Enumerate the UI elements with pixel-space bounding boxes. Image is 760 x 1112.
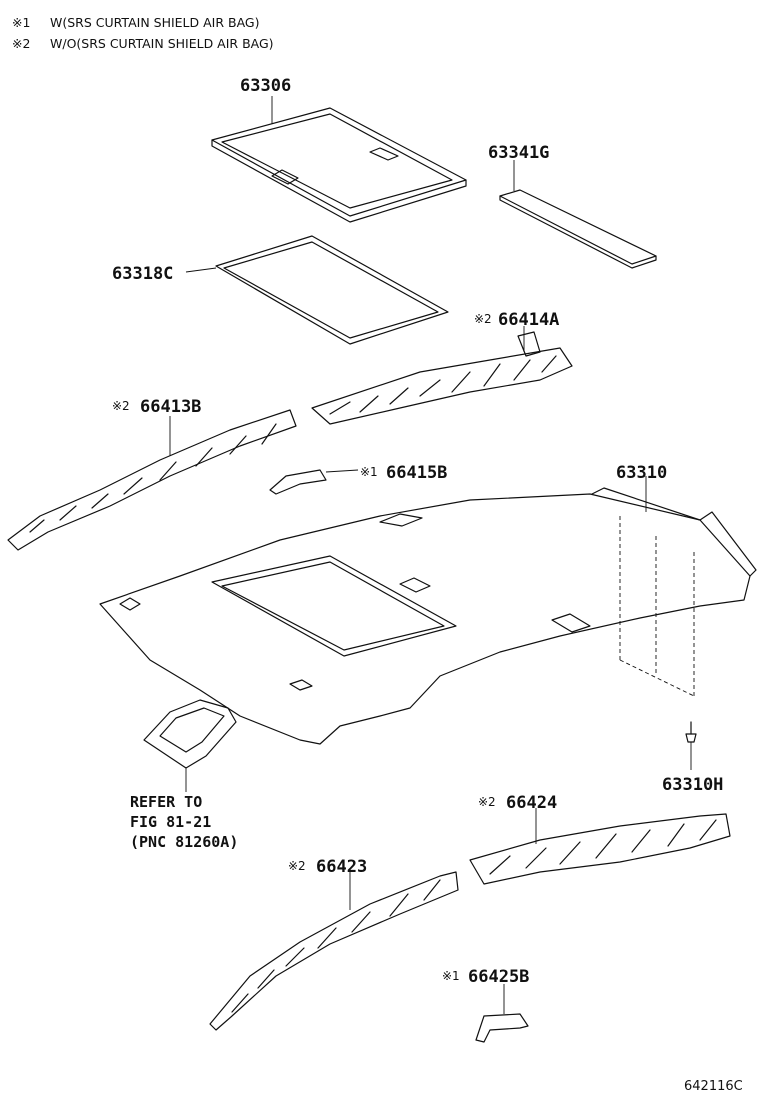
part-66423-number: 66423 bbox=[316, 857, 367, 877]
part-66423-mark: ※2 bbox=[288, 859, 306, 873]
reference-line-1: REFER TO bbox=[130, 793, 202, 811]
part-63318C-number: 63318C bbox=[112, 264, 173, 284]
part-66415B-mark: ※1 bbox=[360, 465, 378, 479]
part-63310H-clip[interactable]: 63310H bbox=[662, 721, 723, 795]
notes-legend: ※1 W(SRS CURTAIN SHIELD AIR BAG) ※2 W/O(… bbox=[12, 15, 274, 51]
part-66414A-mark: ※2 bbox=[474, 312, 492, 326]
part-63318C-seal[interactable]: 63318C bbox=[112, 235, 449, 345]
note-2-text: W/O(SRS CURTAIN SHIELD AIR BAG) bbox=[50, 36, 274, 51]
part-66415B-bracket[interactable]: ※1 66415B bbox=[269, 463, 447, 495]
part-63341G-number: 63341G bbox=[488, 143, 549, 163]
reference-line-2: FIG 81-21 bbox=[130, 813, 211, 831]
part-63306-sunshade[interactable]: 63306 bbox=[211, 76, 467, 223]
map-lamp-reference-part[interactable]: REFER TO FIG 81-21 (PNC 81260A) bbox=[130, 699, 238, 851]
part-63306-number: 63306 bbox=[240, 76, 291, 96]
part-66414A-garnish[interactable]: ※2 66414A bbox=[311, 310, 573, 425]
part-63310H-number: 63310H bbox=[662, 775, 723, 795]
part-66425B-mark: ※1 bbox=[442, 969, 460, 983]
part-66413B-number: 66413B bbox=[140, 397, 201, 417]
part-66413B-mark: ※2 bbox=[112, 399, 130, 413]
figure-code: 642116C bbox=[684, 1079, 743, 1094]
part-66425B-bracket[interactable]: ※1 66425B bbox=[442, 967, 529, 1043]
part-66425B-number: 66425B bbox=[468, 967, 529, 987]
part-66424-mark: ※2 bbox=[478, 795, 496, 809]
note-2-mark: ※2 bbox=[12, 36, 30, 51]
note-1-mark: ※1 bbox=[12, 15, 30, 30]
part-63310-number: 63310 bbox=[616, 463, 667, 483]
part-66424-garnish[interactable]: ※2 66424 bbox=[469, 793, 731, 885]
part-63341G-pad[interactable]: 63341G bbox=[488, 143, 657, 269]
part-66413B-garnish[interactable]: ※2 66413B bbox=[7, 397, 297, 551]
part-66415B-number: 66415B bbox=[386, 463, 447, 483]
part-66424-number: 66424 bbox=[506, 793, 557, 813]
part-66414A-number: 66414A bbox=[498, 310, 559, 330]
part-66423-garnish[interactable]: ※2 66423 bbox=[209, 857, 459, 1031]
note-1-text: W(SRS CURTAIN SHIELD AIR BAG) bbox=[50, 15, 260, 30]
part-63310-headliner[interactable]: 63310 bbox=[99, 463, 757, 745]
reference-line-3: (PNC 81260A) bbox=[130, 833, 238, 851]
